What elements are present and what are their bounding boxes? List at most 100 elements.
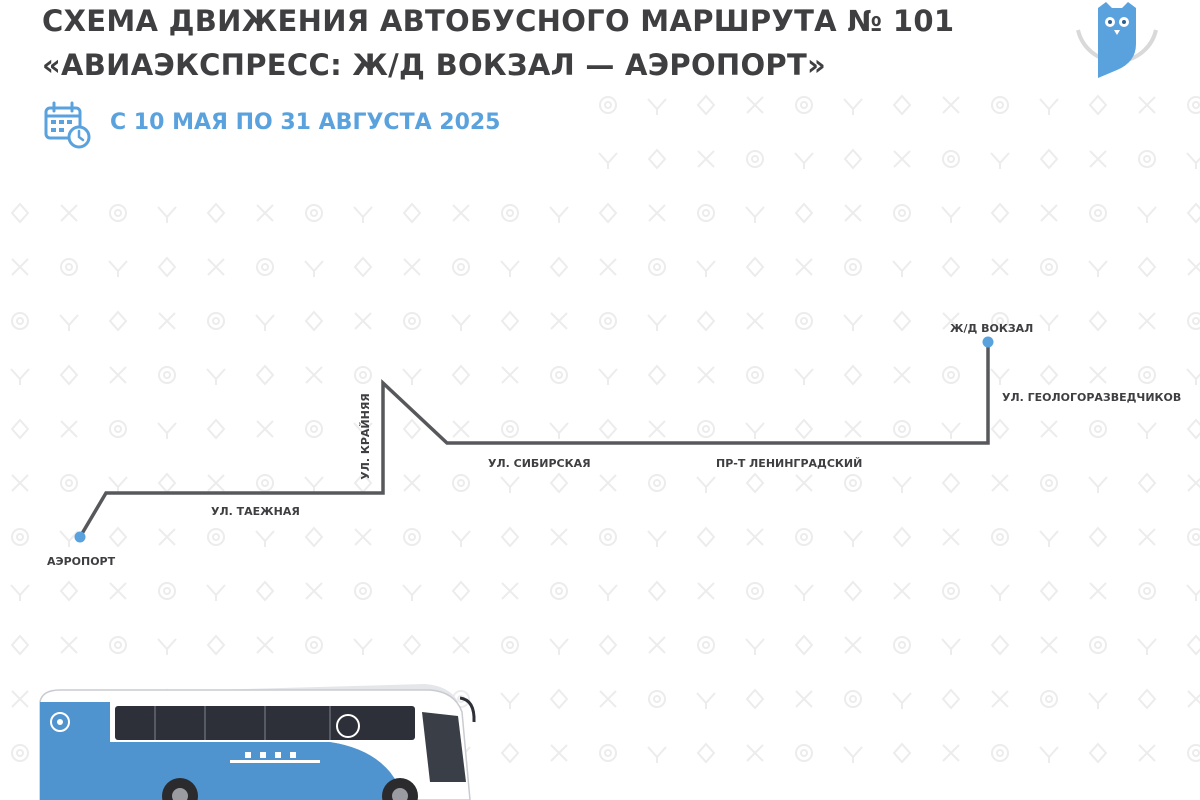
ornament-motif [501, 204, 519, 222]
ornament-motif [549, 256, 569, 278]
ornament-motif [991, 96, 1009, 114]
ornament-motif [1039, 580, 1059, 602]
ornament-motif [893, 636, 911, 654]
ornament-motif [696, 476, 716, 493]
ornament-motif [991, 690, 1009, 708]
ornament-motif [1039, 364, 1059, 386]
ornament-motif [108, 260, 128, 277]
ornament-motif [403, 258, 421, 276]
ornament-motif [696, 742, 716, 764]
ornament-motif [500, 742, 520, 764]
ornament-motif [1187, 312, 1200, 330]
ornament-motif [256, 258, 274, 276]
ornament-motif [697, 636, 715, 654]
ornament-motif [158, 312, 176, 330]
street-label-kraynyaya: УЛ. КРАЙНЯЯ [358, 393, 372, 480]
ornament-motif [1138, 150, 1156, 168]
ornament-motif [108, 526, 128, 548]
ornament-motif [746, 312, 764, 330]
ornament-motif [844, 420, 862, 438]
ornament-motif [1088, 526, 1108, 548]
ornament-motif [452, 204, 470, 222]
ornament-motif [304, 310, 324, 332]
stop-marker-railway-station[interactable] [982, 336, 994, 348]
ornament-motif [991, 258, 1009, 276]
ornament-motif [893, 204, 911, 222]
ornament-motif [1186, 368, 1200, 385]
ornament-motif [844, 636, 862, 654]
ornament-motif [794, 368, 814, 385]
street-label-taezhnaya: УЛ. ТАЕЖНАЯ [211, 505, 300, 518]
ornament-motif [402, 634, 422, 656]
ornament-motif [1187, 690, 1200, 708]
ornament-motif [353, 422, 373, 439]
ornament-motif [157, 256, 177, 278]
ornament-motif [157, 638, 177, 655]
ornament-motif [207, 528, 225, 546]
ornament-motif [550, 744, 568, 762]
ornament-motif [794, 634, 814, 656]
ornament-motif [1089, 150, 1107, 168]
ornament-motif [206, 418, 226, 440]
ornament-motif [1040, 420, 1058, 438]
ornament-motif [745, 638, 765, 655]
ornament-motif [941, 206, 961, 223]
ornament-motif [1040, 474, 1058, 492]
ornament-motif [990, 368, 1010, 385]
ornament-motif [647, 580, 667, 602]
ornament-motif [1089, 420, 1107, 438]
ornament-motif [550, 582, 568, 600]
ornament-motif [354, 312, 372, 330]
ornament-motif [255, 314, 275, 331]
ornament-motif [255, 364, 275, 386]
page-title-line2: «АВИАЭКСПРЕСС: Ж/Д ВОКЗАЛ — АЭРОПОРТ» [42, 48, 827, 82]
ornament-motif [1187, 258, 1200, 276]
ornament-motif [893, 582, 911, 600]
ornament-motif [648, 690, 666, 708]
ornament-motif [403, 474, 421, 492]
ornament-motif [11, 690, 29, 708]
ornament-motif [403, 312, 421, 330]
ornament-motif [990, 634, 1010, 656]
ornament-motif [10, 368, 30, 385]
ornament-motif [1088, 476, 1108, 493]
ornament-motif [206, 368, 226, 385]
ornament-motif [893, 366, 911, 384]
ornament-motif [1138, 96, 1156, 114]
ornament-motif [59, 364, 79, 386]
ornament-motif [305, 636, 323, 654]
ornament-motif [991, 744, 1009, 762]
ornament-motif [599, 312, 617, 330]
ornament-motif [648, 204, 666, 222]
ornament-motif [10, 634, 30, 656]
ornament-motif [207, 258, 225, 276]
ornament-motif [402, 368, 422, 385]
ornament-motif [59, 530, 79, 547]
ornament-motif [1040, 690, 1058, 708]
ornament-motif [501, 366, 519, 384]
ornament-motif [1089, 204, 1107, 222]
ornament-motif [60, 258, 78, 276]
ornament-motif [109, 366, 127, 384]
ornament-motif [647, 530, 667, 547]
ornament-motif [1088, 310, 1108, 332]
ornament-motif [648, 474, 666, 492]
ornament-motif [10, 584, 30, 601]
ornament-motif [990, 152, 1010, 169]
ornament-motif [941, 472, 961, 494]
ornament-motif [893, 420, 911, 438]
calendar-clock-icon [44, 101, 91, 149]
ornament-motif [1187, 528, 1200, 546]
ornament-motif [157, 206, 177, 223]
ornament-motif [697, 582, 715, 600]
ornament-motif [598, 368, 618, 385]
ornament-motif [451, 530, 471, 547]
ornament-motif [647, 314, 667, 331]
ornament-motif [696, 692, 716, 709]
ornament-motif [745, 422, 765, 439]
ornament-motif [1088, 742, 1108, 764]
stop-marker-airport[interactable] [74, 531, 86, 543]
ornament-motif [990, 418, 1010, 440]
ornament-motif [844, 204, 862, 222]
